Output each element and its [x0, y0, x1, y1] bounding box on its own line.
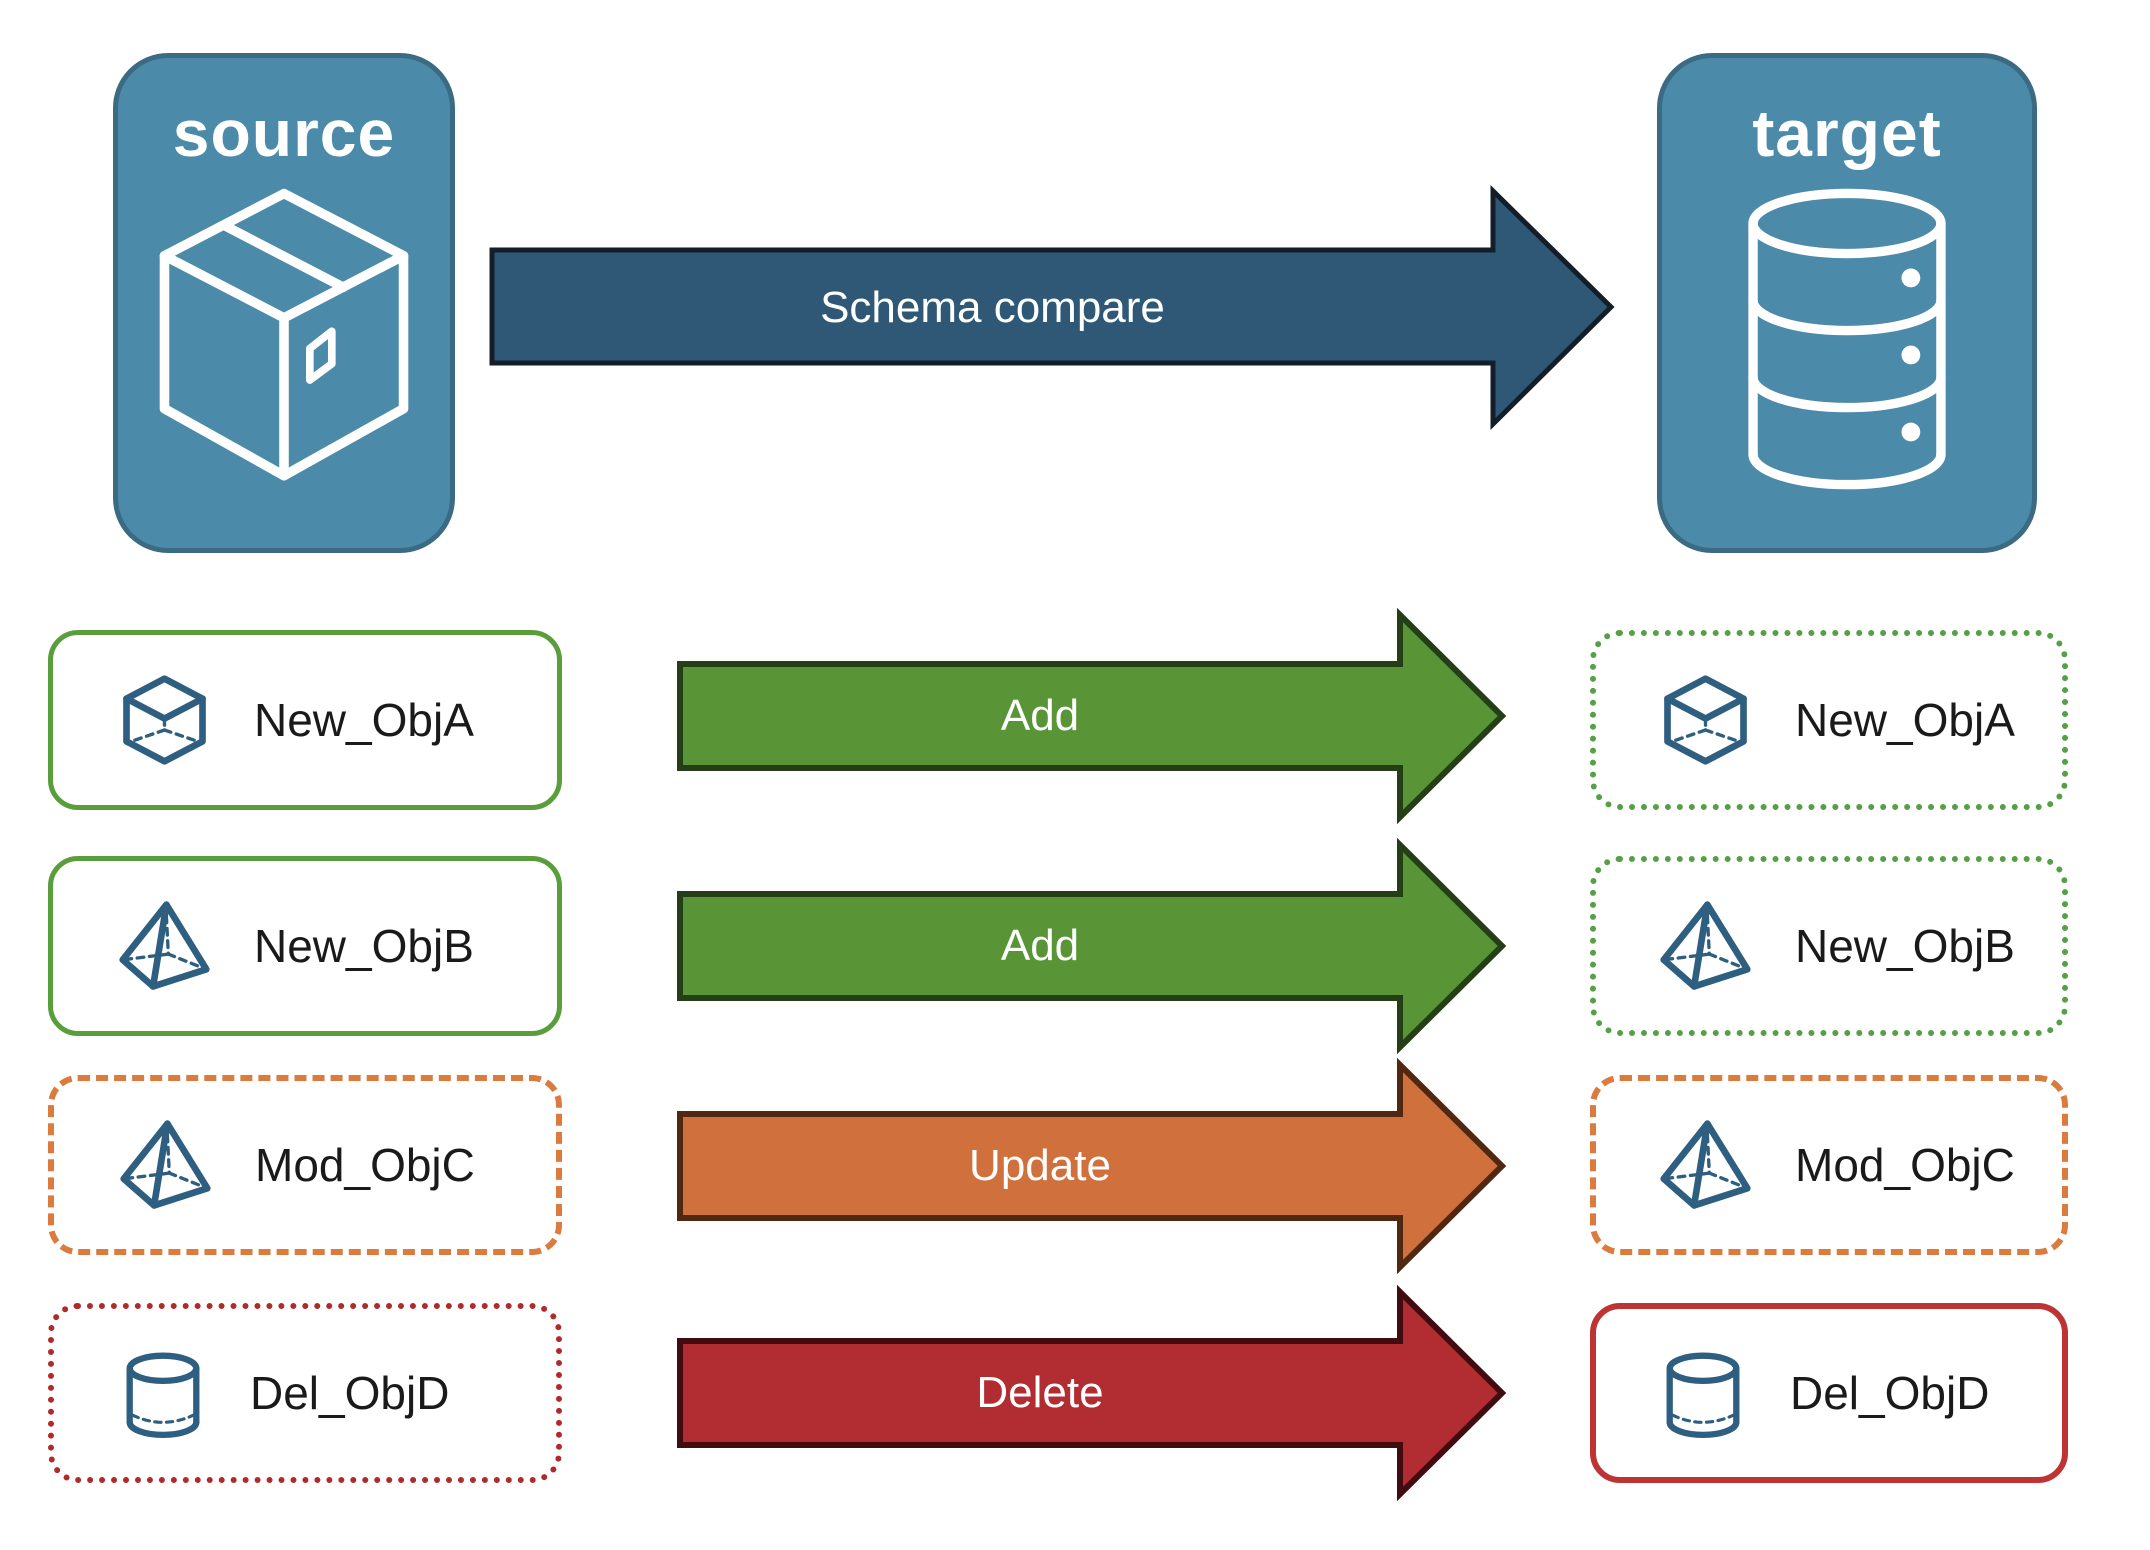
source-object-mod-objc: Mod_ObjC [48, 1075, 562, 1255]
source-object-new-objb: New_ObjB [48, 856, 562, 1036]
cube-icon [1664, 674, 1747, 765]
target-title: target [1752, 96, 1942, 170]
object-label: New_ObjB [1795, 920, 2015, 972]
object-label: New_ObjA [1795, 694, 2015, 746]
cube-icon [123, 674, 206, 765]
cylinder-icon [126, 1352, 200, 1438]
target-box: target [1657, 53, 2037, 553]
source-box: source [113, 53, 455, 553]
database-icon [1748, 188, 1946, 490]
pyramid-icon [1660, 900, 1751, 990]
add-arrow [677, 607, 1507, 825]
source-object-new-obja: New_ObjA [48, 630, 562, 810]
target-object-new-objb: New_ObjB [1590, 856, 2068, 1036]
pyramid-icon [119, 900, 210, 990]
pyramid-icon [120, 1119, 211, 1209]
object-label: Del_ObjD [250, 1367, 450, 1419]
target-object-mod-objc: Mod_ObjC [1590, 1075, 2068, 1255]
pyramid-icon [1660, 1119, 1751, 1209]
source-title: source [172, 96, 396, 170]
target-object-del-objd: Del_ObjD [1590, 1303, 2068, 1483]
object-label: Mod_ObjC [255, 1139, 475, 1191]
object-label: New_ObjB [254, 920, 474, 972]
package-box-icon [159, 188, 409, 481]
target-object-new-obja: New_ObjA [1590, 630, 2068, 810]
object-label: Mod_ObjC [1795, 1139, 2015, 1191]
schema-compare-arrow [489, 185, 1615, 430]
source-object-del-objd: Del_ObjD [48, 1303, 562, 1483]
add-arrow [677, 837, 1507, 1055]
update-arrow [677, 1057, 1507, 1275]
delete-arrow [677, 1284, 1507, 1502]
cylinder-icon [1666, 1352, 1740, 1438]
object-label: New_ObjA [254, 694, 474, 746]
object-label: Del_ObjD [1790, 1367, 1990, 1419]
